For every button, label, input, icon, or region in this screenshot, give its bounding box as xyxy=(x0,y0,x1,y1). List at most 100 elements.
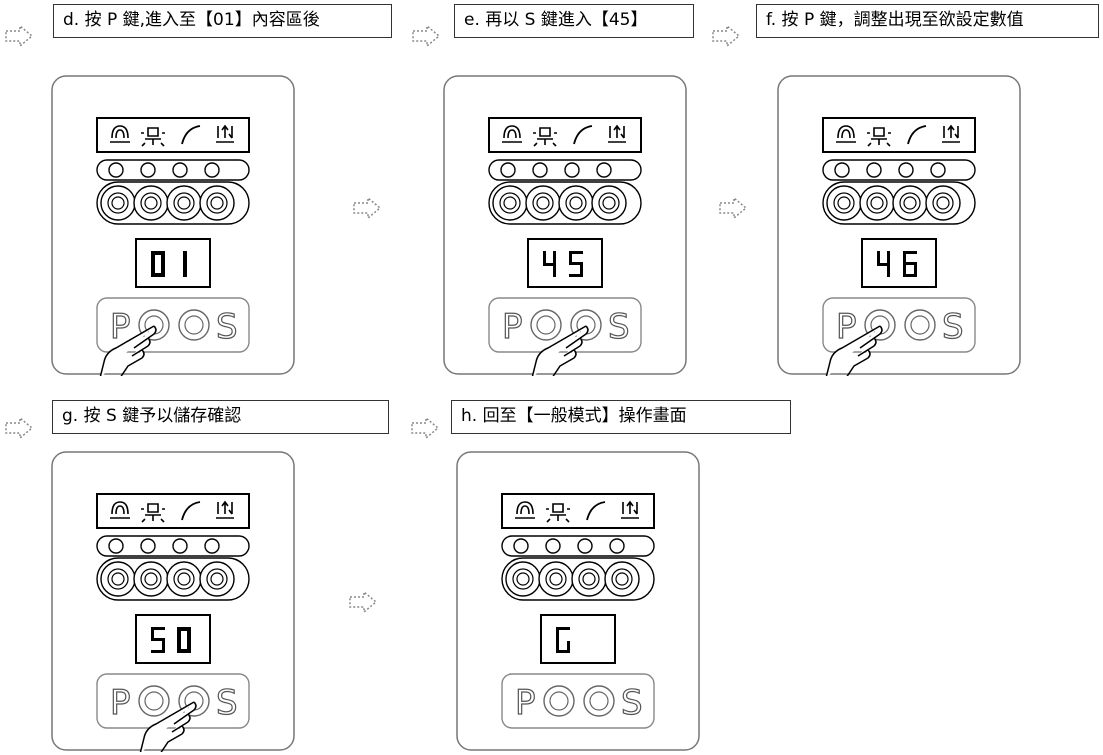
display-digit xyxy=(177,627,191,653)
light-icon xyxy=(546,503,570,523)
display-digit xyxy=(877,251,890,277)
s-key-letter: S xyxy=(621,683,643,723)
function-button xyxy=(133,185,169,221)
light-icon xyxy=(867,127,891,147)
digit-display xyxy=(861,238,937,288)
flow-arrow-icon xyxy=(719,196,748,220)
light-icon xyxy=(141,503,165,523)
pointing-hand-icon xyxy=(825,325,883,376)
fan-icon xyxy=(502,125,522,143)
p-key-letter: P xyxy=(110,683,131,723)
display-digit xyxy=(543,251,556,277)
fan-icon xyxy=(110,501,130,519)
digit-display xyxy=(527,238,603,288)
icon-strip-frame xyxy=(488,117,642,153)
indicator-light xyxy=(172,162,188,178)
step-d-label: d. 按 P 鍵,進入至【01】內容區後 xyxy=(53,4,392,38)
curve-icon xyxy=(181,501,201,521)
indicator-light xyxy=(898,162,914,178)
pointing-hand-icon xyxy=(139,701,197,752)
indicator-light xyxy=(513,538,529,554)
indicator-light xyxy=(204,538,220,554)
function-button xyxy=(538,561,574,597)
digit-display xyxy=(540,614,616,664)
indicator-light xyxy=(500,162,516,178)
curve-icon xyxy=(586,501,606,521)
function-button xyxy=(166,185,202,221)
icon-strip xyxy=(501,493,655,529)
ps-bar-frame xyxy=(501,673,655,729)
settings-icon xyxy=(621,500,639,519)
function-button xyxy=(604,561,640,597)
indicator-light xyxy=(545,538,561,554)
icon-strip-frame xyxy=(96,117,250,153)
s-key-letter: S xyxy=(608,307,630,347)
pointing-hand-icon xyxy=(531,325,589,376)
function-button xyxy=(166,561,202,597)
function-button xyxy=(525,185,561,221)
indicator-light xyxy=(577,538,593,554)
display-digit xyxy=(569,251,583,277)
p-key-button xyxy=(530,309,562,341)
indicator-light xyxy=(532,162,548,178)
step-g-label: g. 按 S 鍵予以儲存確認 xyxy=(52,400,389,434)
indicator-light xyxy=(609,538,625,554)
display-digit xyxy=(556,627,570,653)
step-e-label: e. 再以 S 鍵進入【45】 xyxy=(454,4,694,38)
fan-icon xyxy=(515,501,535,519)
s-key-button xyxy=(178,309,210,341)
fan-icon xyxy=(110,125,130,143)
step-h-label: h. 回至【一般模式】操作畫面 xyxy=(451,400,791,434)
p-key-letter: P xyxy=(110,307,131,347)
digit-display xyxy=(135,614,211,664)
flow-arrow-icon xyxy=(412,24,441,48)
function-button xyxy=(492,185,528,221)
digit-display xyxy=(135,238,211,288)
function-button xyxy=(826,185,862,221)
indicator-light xyxy=(172,538,188,554)
flow-arrow-icon xyxy=(349,590,378,614)
function-button xyxy=(199,185,235,221)
s-key-letter: S xyxy=(216,683,238,723)
light-icon xyxy=(533,127,557,147)
indicator-light xyxy=(564,162,580,178)
ps-bar-frame xyxy=(488,297,642,353)
icon-strip-frame xyxy=(96,493,250,529)
p-key-button xyxy=(138,685,170,717)
light-icon xyxy=(141,127,165,147)
indicator-light xyxy=(834,162,850,178)
icon-strip-frame xyxy=(822,117,976,153)
icon-strip xyxy=(96,493,250,529)
flow-arrow-icon xyxy=(353,196,382,220)
function-button xyxy=(100,185,136,221)
indicator-light xyxy=(930,162,946,178)
display-digit xyxy=(151,251,165,277)
flow-arrow-icon xyxy=(5,24,34,48)
indicator-light xyxy=(140,162,156,178)
s-key-letter: S xyxy=(942,307,964,347)
s-key-button xyxy=(904,309,936,341)
indicator-light xyxy=(596,162,612,178)
flow-arrow-icon xyxy=(411,416,440,440)
indicator-light xyxy=(108,162,124,178)
settings-icon xyxy=(942,124,960,143)
display-digit xyxy=(183,251,187,277)
indicator-light xyxy=(108,538,124,554)
fan-icon xyxy=(836,125,856,143)
curve-icon xyxy=(907,125,927,145)
curve-icon xyxy=(181,125,201,145)
curve-icon xyxy=(573,125,593,145)
icon-strip xyxy=(822,117,976,153)
function-button xyxy=(859,185,895,221)
display-digit xyxy=(903,251,917,277)
p-key-letter: P xyxy=(502,307,523,347)
icon-strip-frame xyxy=(501,493,655,529)
function-button xyxy=(591,185,627,221)
